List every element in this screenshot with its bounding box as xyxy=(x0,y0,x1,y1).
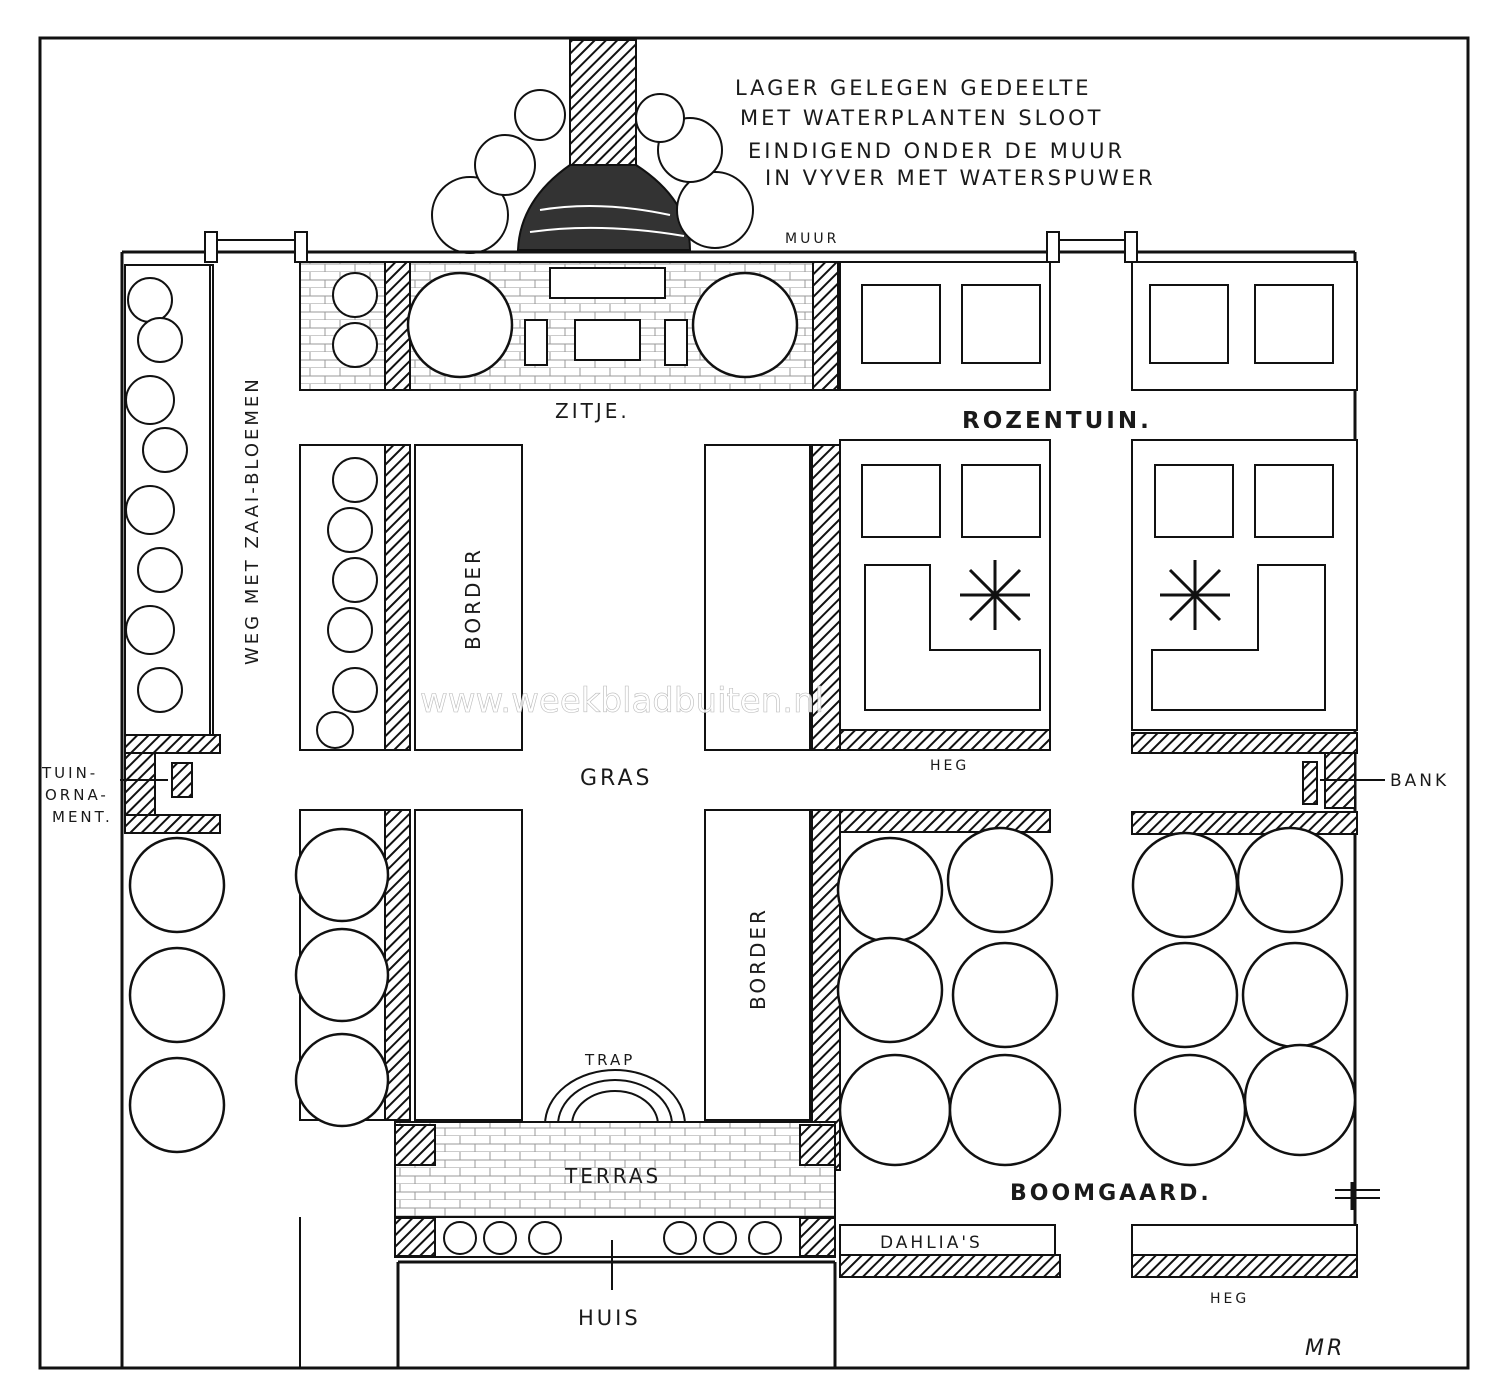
signature: MR xyxy=(1305,1336,1345,1361)
lower-borders xyxy=(294,809,1358,1171)
ornament-hedge xyxy=(124,734,221,834)
label-border-left: BORDER xyxy=(461,547,485,650)
label-heg-top: HEG xyxy=(930,758,969,774)
terras xyxy=(394,1121,836,1258)
star-shrubs xyxy=(960,560,1230,630)
note-line-1: LAGER GELEGEN GEDEELTE xyxy=(735,76,1092,100)
label-heg-bottom: HEG xyxy=(1210,1291,1249,1307)
label-weg: WEG MET ZAAI-BLOEMEN xyxy=(242,376,263,665)
pond-shrubs xyxy=(431,89,754,254)
garden-ornament xyxy=(171,762,193,798)
label-bank: BANK xyxy=(1390,771,1449,791)
dahlia-beds xyxy=(839,1182,1380,1278)
note-line-3: EINDIGEND ONDER DE MUUR xyxy=(748,139,1125,163)
note-line-4: IN VYVER MET WATERSPUWER xyxy=(765,166,1156,190)
watermark: www.weekbladbuiten.nl xyxy=(420,681,824,721)
label-boomgaard: BOOMGAARD. xyxy=(1010,1181,1212,1206)
label-huis: HUIS xyxy=(578,1306,641,1330)
label-rozentuin: ROZENTUIN. xyxy=(962,408,1152,434)
outer-frame xyxy=(38,36,1470,1370)
house xyxy=(299,1217,837,1368)
label-tuin-ornament-3: MENT. xyxy=(52,808,113,826)
note-line-2: MET WATERPLANTEN SLOOT xyxy=(740,106,1104,130)
flower-path-bed xyxy=(124,264,214,736)
zitje-area xyxy=(299,261,841,391)
label-gras: GRAS xyxy=(580,766,652,791)
label-tuin-ornament-2: ORNA- xyxy=(45,786,109,804)
left-trees xyxy=(128,836,226,1154)
label-zitje: ZITJE. xyxy=(555,399,630,423)
upper-borders xyxy=(299,444,1358,754)
stairs xyxy=(544,1069,686,1126)
label-dahlias: DAHLIA'S xyxy=(880,1233,983,1253)
label-border-right: BORDER xyxy=(746,907,770,1010)
label-muur: MUUR xyxy=(785,231,839,247)
label-tuin-ornament-1: TUIN- xyxy=(41,764,98,782)
rose-garden xyxy=(839,261,1358,731)
bank xyxy=(1302,761,1318,805)
note-text: LAGER GELEGEN GEDEELTE MET WATERPLANTEN … xyxy=(735,76,1156,190)
label-trap: TRAP xyxy=(584,1051,635,1069)
orchard-trees xyxy=(836,826,1357,1167)
water-channel xyxy=(516,39,692,251)
label-terras: TERRAS xyxy=(564,1164,661,1188)
